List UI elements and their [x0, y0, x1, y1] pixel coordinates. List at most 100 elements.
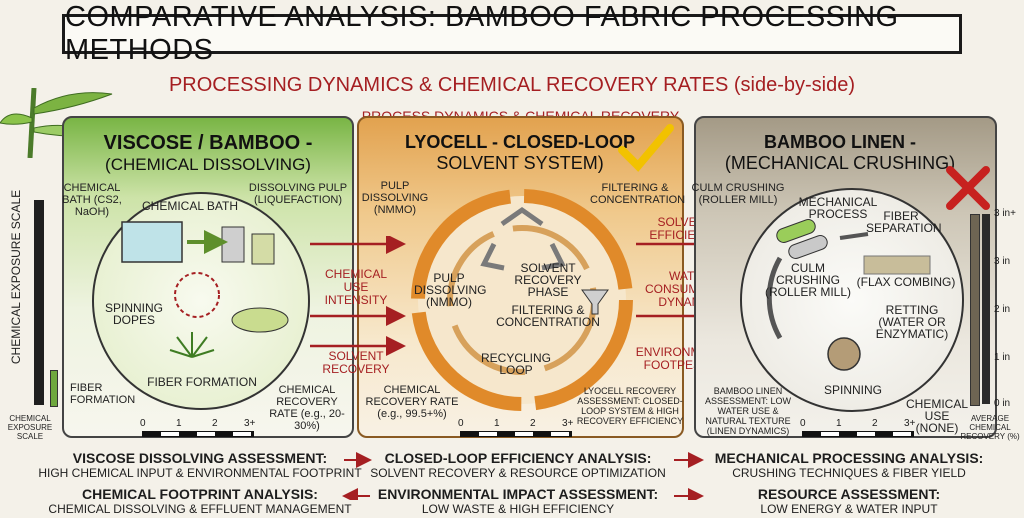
- lyocell-solvent-phase: SOLVENT RECOVERY PHASE: [514, 261, 582, 299]
- mechanical-head: MECHANICAL PROCESSING ANALYSIS:: [714, 450, 984, 466]
- footprint-head: CHEMICAL FOOTPRINT ANALYSIS:: [82, 486, 318, 502]
- right-scale: 3 in+ 3 in 2 in 1 in 0 in: [966, 208, 1022, 409]
- linen-assessment: BAMBOO LINEN ASSESSMENT: LOW WATER USE &…: [704, 386, 792, 436]
- viscose-fiber-formation-outer: FIBER FORMATION: [70, 382, 136, 406]
- viscose-bath-inner: CHEMICAL BATH: [141, 199, 238, 213]
- arrows-left-svg: [310, 236, 406, 356]
- mechanical-sub: CRUSHING TECHNIQUES & FIBER YIELD: [732, 466, 966, 480]
- resource-sub: LOW ENERGY & WATER INPUT: [760, 502, 938, 516]
- viscose-pulp-label: DISSOLVING PULP (LIQUEFACTION): [248, 182, 348, 206]
- scale-bar-2: [50, 370, 58, 407]
- right-scale-tick-4: 0 in: [994, 398, 1011, 409]
- cross-icon: [946, 166, 990, 210]
- linen-fiber-sep: FIBER SEPARATION: [866, 209, 942, 235]
- linen-flax: (FLAX COMBING): [856, 275, 956, 289]
- lyocell-filter-inner: FILTERING & CONCENTRATION: [496, 303, 600, 329]
- linen-spinning: SPINNING: [823, 383, 882, 397]
- mini-scale-bar: [142, 431, 254, 437]
- title-box: COMPARATIVE ANALYSIS: BAMBOO FABRIC PROC…: [62, 1, 962, 66]
- mini-scale-tick-1: 1: [494, 418, 500, 429]
- viscose-mini-scale: 0 1 2 3+: [140, 418, 260, 446]
- mini-scale-tick-2: 2: [212, 418, 218, 429]
- linen-culm-inner: CULM CRUSHING (ROLLER MILL): [764, 261, 852, 299]
- arrow-label-solvent-recovery: SOLVENT RECOVERY: [322, 349, 390, 376]
- left-scale-caption: CHEMICAL EXPOSURE SCALE: [7, 414, 53, 441]
- recycle-icon: [480, 206, 566, 271]
- mini-scale-tick-3: 3+: [904, 418, 916, 429]
- environmental-sub: LOW WASTE & HIGH EFFICIENCY: [421, 502, 615, 516]
- closed-loop-sub: SOLVENT RECOVERY & RESOURCE OPTIMIZATION: [370, 466, 666, 480]
- right-scale-caption: AVERAGE CHEMICAL RECOVERY (%): [960, 414, 1020, 441]
- linen-retting: RETTING (WATER OR ENZYMATIC): [875, 303, 949, 341]
- flax-fiber-icon: [863, 255, 931, 275]
- mini-scale-tick-0: 0: [458, 418, 464, 429]
- environmental-head: ENVIRONMENTAL IMPACT ASSESSMENT:: [377, 486, 659, 502]
- viscose-assessment-sub: HIGH CHEMICAL INPUT & ENVIRONMENTAL FOOT…: [38, 466, 362, 480]
- mini-scale-tick-2: 2: [530, 418, 536, 429]
- closed-loop-head: CLOSED-LOOP EFFICIENCY ANALYSIS:: [384, 450, 652, 466]
- linen-culm-top: CULM CRUSHING (ROLLER MILL): [691, 182, 785, 206]
- pulp-vessel-2-icon: [251, 233, 275, 265]
- viscose-bath-label: CHEMICAL BATH (CS2, NaOH): [62, 182, 122, 218]
- viscose-diagram-svg: [121, 221, 289, 358]
- fiber-bundle-icon: [169, 332, 215, 358]
- mini-scale-tick-3: 3+: [562, 418, 574, 429]
- roller-mill-icon: [776, 219, 828, 259]
- lyocell-title: LYOCELL - CLOSED-LOOP SOLVENT SYSTEM): [380, 132, 660, 174]
- linen-title: BAMBOO LINEN - (MECHANICAL CRUSHING): [710, 132, 970, 174]
- pulp-vessel-icon: [221, 226, 245, 263]
- viscose-title-line1: VISCOSE / BAMBOO -: [103, 132, 313, 154]
- viscose-spinning: SPINNING DOPES: [104, 301, 163, 327]
- mini-scale-bar: [460, 431, 572, 437]
- lyocell-pulp-top: PULP DISSOLVING (NMMO): [361, 180, 429, 216]
- footprint-sub: CHEMICAL DISSOLVING & EFFLUENT MANAGEMEN…: [48, 502, 352, 516]
- right-scale-bar-1: [970, 214, 980, 406]
- mini-scale-tick-1: 1: [836, 418, 842, 429]
- lyocell-title-line1: LYOCELL - CLOSED-LOOP: [404, 132, 636, 152]
- funnel-icon: [581, 289, 609, 315]
- linen-mech-process: MECHANICAL PROCESS: [798, 195, 878, 221]
- subtitle: PROCESSING DYNAMICS & CHEMICAL RECOVERY …: [168, 74, 856, 96]
- checkmark-icon: [618, 124, 674, 172]
- bottom-arrows-svg: [342, 452, 704, 500]
- lyocell-mini-scale: 0 1 2 3+: [458, 418, 578, 446]
- lyocell-recycling: RECYCLING LOOP: [480, 351, 551, 377]
- lyocell-title-line2: SOLVENT SYSTEM): [436, 153, 604, 173]
- mini-scale-tick-0: 0: [140, 418, 146, 429]
- viscose-assessment-head: VISCOSE DISSOLVING ASSESSMENT:: [72, 450, 328, 466]
- mini-scale-tick-2: 2: [872, 418, 878, 429]
- left-scale-title: CHEMICAL EXPOSURE SCALE: [9, 189, 23, 365]
- mini-scale-bar: [802, 431, 914, 437]
- lyocell-assessment: LYOCELL RECOVERY ASSESSMENT: CLOSED-LOOP…: [576, 386, 684, 426]
- mini-scale-tick-1: 1: [176, 418, 182, 429]
- linen-diagram-svg: [766, 219, 931, 371]
- spinning-wheel-icon: [827, 337, 861, 371]
- chemical-tank-icon: [121, 221, 183, 263]
- right-scale-tick-0: 3 in+: [994, 208, 1016, 219]
- lyocell-filter-top: FILTERING & CONCENTRATION: [590, 182, 686, 206]
- molecule-icon: [174, 272, 220, 318]
- right-scale-tick-1: 3 in: [994, 256, 1011, 267]
- lyocell-loop-svg: [411, 189, 633, 411]
- viscose-fiber-formation: FIBER FORMATION: [147, 375, 257, 389]
- viscose-recovery: CHEMICAL RECOVERY RATE (e.g., 20-30%): [269, 384, 345, 432]
- resource-head: RESOURCE ASSESSMENT:: [757, 486, 941, 502]
- linen-title-line1: BAMBOO LINEN -: [764, 132, 916, 152]
- arrow-label-chem-use: CHEMICAL USE INTENSITY: [324, 267, 388, 307]
- right-scale-tick-3: 1 in: [994, 352, 1011, 363]
- right-scale-tick-2: 2 in: [994, 304, 1011, 315]
- lyocell-pulp-inner: PULP DISSOLVING (NMMO): [414, 271, 487, 309]
- lyocell-recovery: CHEMICAL RECOVERY RATE (e.g., 99.5+%): [365, 384, 459, 420]
- viscose-title-line2: (CHEMICAL DISSOLVING): [105, 155, 311, 174]
- linen-process-circle: [740, 188, 964, 412]
- pulp-bowl-icon: [231, 307, 289, 333]
- right-scale-bar-2: [982, 214, 990, 404]
- linen-chem-use: CHEMICAL USE (NONE): [905, 397, 968, 435]
- page-title: COMPARATIVE ANALYSIS: BAMBOO FABRIC PROC…: [65, 1, 899, 66]
- scale-bar-1: [34, 200, 44, 405]
- mini-scale-tick-0: 0: [800, 418, 806, 429]
- viscose-title: VISCOSE / BAMBOO - (CHEMICAL DISSOLVING): [62, 132, 354, 175]
- mini-scale-tick-3: 3+: [244, 418, 256, 429]
- linen-title-line2: (MECHANICAL CRUSHING): [724, 153, 956, 173]
- linen-mini-scale: 0 1 2 3+: [800, 418, 920, 446]
